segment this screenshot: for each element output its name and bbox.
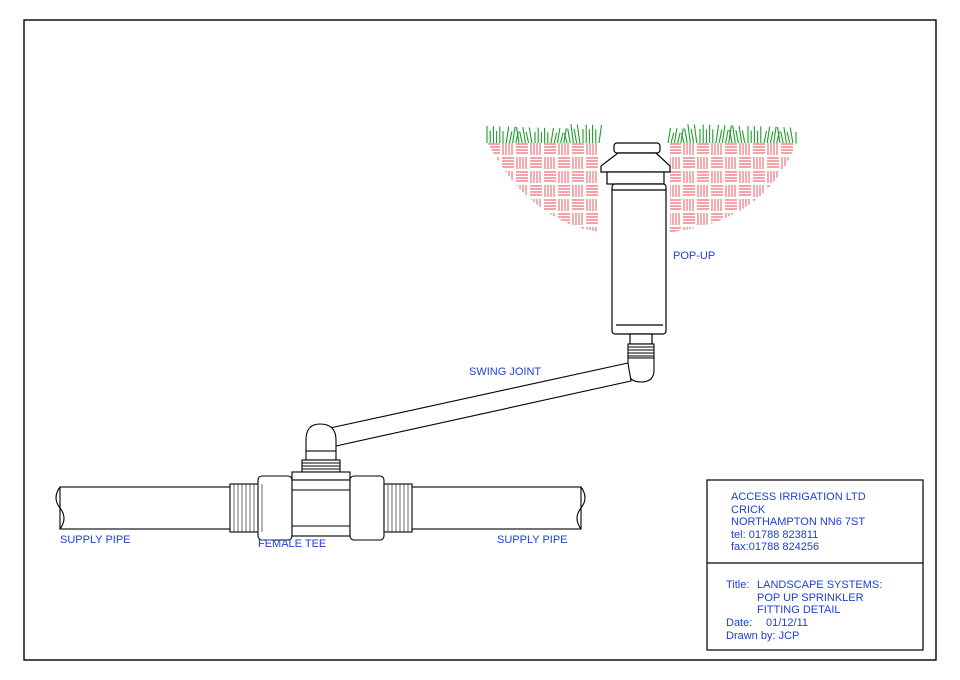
company-block: ACCESS IRRIGATION LTD CRICK NORTHAMPTON … bbox=[731, 491, 866, 554]
date-value: 01/12/11 bbox=[766, 617, 809, 629]
title-label: Title: bbox=[726, 579, 750, 591]
label-female-tee: FEMALE TEE bbox=[258, 538, 326, 550]
drawing-title-line2: POP UP SPRINKLER bbox=[757, 591, 864, 604]
supply-pipe-right bbox=[410, 486, 586, 530]
title-block bbox=[706, 479, 924, 651]
supply-pipe-left bbox=[55, 486, 233, 530]
drawing-title-line1: LANDSCAPE SYSTEMS: bbox=[757, 579, 883, 591]
popup-sprinkler bbox=[600, 142, 671, 345]
label-supply-pipe-left: SUPPLY PIPE bbox=[60, 534, 131, 546]
grass-left bbox=[486, 124, 603, 144]
company-postal: NORTHAMPTON NN6 7ST bbox=[731, 516, 866, 529]
drawing-title-line3: FITTING DETAIL bbox=[757, 604, 841, 617]
company-fax: fax:01788 824256 bbox=[731, 541, 820, 554]
label-supply-pipe-right: SUPPLY PIPE bbox=[497, 534, 568, 546]
soil-right bbox=[670, 143, 797, 232]
swing-elbow-top bbox=[627, 343, 655, 383]
label-popup: POP-UP bbox=[673, 250, 715, 262]
female-tee bbox=[229, 475, 413, 541]
swing-elbow-bottom bbox=[291, 423, 351, 481]
company-tel: tel: 01788 823811 bbox=[731, 528, 819, 541]
label-swing-joint: SWING JOINT bbox=[469, 366, 541, 378]
company-name: ACCESS IRRIGATION LTD bbox=[731, 491, 866, 503]
drawing-border bbox=[23, 19, 937, 661]
date-label: Date: bbox=[726, 617, 753, 629]
drawing-title: LANDSCAPE SYSTEMS: POP UP SPRINKLER FITT… bbox=[757, 579, 882, 617]
soil-left bbox=[488, 143, 598, 232]
drawn-by: Drawn by: JCP bbox=[726, 630, 800, 642]
company-town: CRICK bbox=[731, 503, 766, 516]
grass-right bbox=[667, 124, 797, 144]
